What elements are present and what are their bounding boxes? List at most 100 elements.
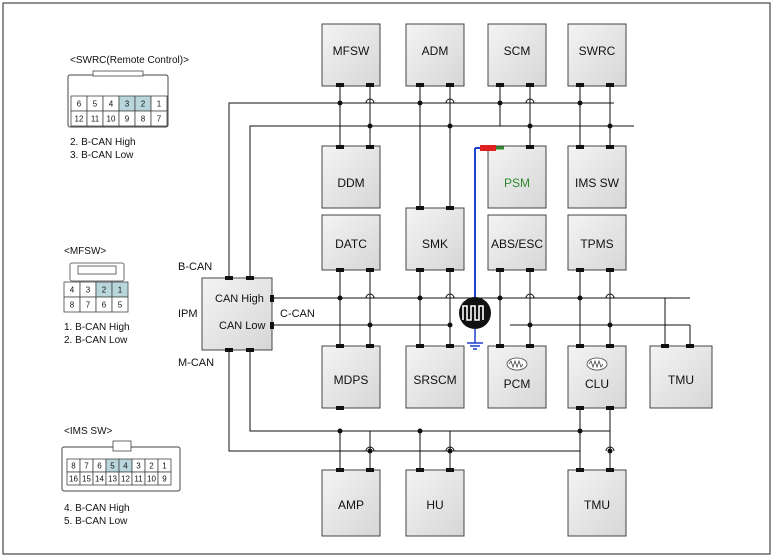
- connector-pin-number: 8: [70, 301, 75, 310]
- module-label: SRSCM: [413, 373, 456, 387]
- connector-pin-number: 9: [125, 115, 130, 124]
- module-label: AMP: [338, 498, 364, 512]
- module-scm: SCM: [487, 23, 547, 87]
- pin-note: 2. B-CAN High: [70, 137, 136, 148]
- module-label: DATC: [335, 237, 367, 251]
- connector-pin-number: 5: [93, 100, 98, 109]
- oscilloscope-icon: [459, 297, 491, 350]
- module-label: MDPS: [334, 373, 369, 387]
- bus-wires: [228, 86, 691, 470]
- module-label: HU: [426, 498, 443, 512]
- pin-note: 3. B-CAN Low: [70, 150, 134, 161]
- module-tmu-right: TMU: [649, 344, 713, 409]
- connector-pin-number: 13: [108, 475, 117, 484]
- connector-pin-number: 6: [77, 100, 82, 109]
- connector-pin-number: 1: [118, 286, 123, 295]
- connector-pin-number: 15: [82, 475, 91, 484]
- connector-pin-number: 11: [91, 115, 100, 124]
- module-mdps: MDPS: [321, 344, 381, 410]
- connector-pin-number: 3: [125, 100, 130, 109]
- connector-pin-number: 2: [102, 286, 107, 295]
- connector-pin-number: 9: [162, 475, 167, 484]
- oscilloscope-probe: [474, 145, 504, 300]
- connector-title: <MFSW>: [64, 246, 106, 257]
- module-label: TMU: [668, 373, 694, 387]
- can-low-label: CAN Low: [219, 320, 266, 332]
- connector-pin-number: 14: [95, 475, 104, 484]
- connector-pin-number: 6: [97, 462, 102, 471]
- module-ddm: DDM: [321, 145, 381, 209]
- connector-mfsw: <MFSW> 4 3 2 1 8 7 6 5 1. B-CAN High 2. B-CAN L…: [63, 246, 130, 346]
- module-amp: AMP: [321, 468, 381, 537]
- connector-pin-number: 8: [71, 462, 76, 471]
- module-label: DDM: [337, 176, 364, 190]
- wire-crossings: [365, 98, 615, 452]
- connector-pin-number: 12: [121, 475, 130, 484]
- ipm-label: IPM: [178, 308, 198, 320]
- can-high-label: CAN High: [215, 293, 264, 305]
- connector-pin-number: 7: [84, 462, 89, 471]
- connector-pin-number: 12: [75, 115, 84, 124]
- connector-pin-cell: [157, 471, 172, 486]
- module-pcm: PCM: [487, 344, 547, 409]
- connector-pin-number: 6: [102, 301, 107, 310]
- connector-pin-cell: [150, 110, 168, 127]
- m-can-label: M-CAN: [178, 357, 214, 369]
- connector-pin-number: 10: [107, 115, 116, 124]
- connector-pin-number: 4: [70, 286, 75, 295]
- module-label: ABS/ESC: [491, 237, 543, 251]
- module-tpms: TPMS: [567, 214, 627, 272]
- connector-pin-number: 3: [136, 462, 141, 471]
- c-can-label: C-CAN: [280, 308, 315, 320]
- b-can-label: B-CAN: [178, 261, 212, 273]
- module-tmu-bottom: TMU: [567, 468, 627, 537]
- module-datc: DATC: [321, 214, 381, 272]
- module-label: PCM: [504, 377, 531, 391]
- connector-pin-number: 7: [86, 301, 91, 310]
- connector-title: <IMS SW>: [64, 426, 113, 437]
- module-label: SMK: [422, 237, 448, 251]
- pin-note: 4. B-CAN High: [64, 503, 130, 514]
- connector-pin-number: 4: [109, 100, 114, 109]
- pin-note: 2. B-CAN Low: [64, 335, 128, 346]
- connector-pin-number: 5: [118, 301, 123, 310]
- module-abs-esc: ABS/ESC: [487, 214, 547, 272]
- module-psm: PSM: [487, 145, 547, 209]
- module-label: TPMS: [580, 237, 613, 251]
- module-label: SWRC: [579, 44, 616, 58]
- module-adm: ADM: [405, 23, 465, 87]
- module-label: TMU: [584, 498, 610, 512]
- pin-note: 1. B-CAN High: [64, 322, 130, 333]
- module-swrc: SWRC: [567, 23, 627, 87]
- module-label: ADM: [422, 44, 449, 58]
- connector-pin-number: 7: [157, 115, 162, 124]
- module-ims-sw: IMS SW: [567, 145, 627, 209]
- connector-pin-number: 2: [141, 100, 146, 109]
- module-label-highlighted: PSM: [504, 176, 530, 190]
- module-label: SCM: [504, 44, 531, 58]
- connector-pin-number: 8: [141, 115, 146, 124]
- module-hu: HU: [405, 468, 465, 537]
- connector-pin-number: 10: [147, 475, 156, 484]
- module-label: CLU: [585, 377, 609, 391]
- connector-pin-number: 4: [123, 462, 128, 471]
- connector-pin-number: 2: [149, 462, 154, 471]
- connector-pin-number: 5: [110, 462, 115, 471]
- ipm-gateway: CAN High CAN Low: [201, 276, 274, 352]
- junction-dots: [337, 100, 613, 454]
- module-srscm: SRSCM: [405, 344, 465, 409]
- pin-note: 5. B-CAN Low: [64, 516, 128, 527]
- terminating-resistor-icon: [506, 357, 528, 371]
- module-smk: SMK: [405, 206, 465, 272]
- connector-pin-number: 16: [69, 475, 78, 484]
- connector-title: <SWRC(Remote Control)>: [70, 55, 189, 66]
- connector-pin-number: 3: [86, 286, 91, 295]
- connector-pin-cell: [111, 296, 129, 313]
- module-mfsw: MFSW: [321, 23, 381, 87]
- terminating-resistor-icon: [586, 357, 608, 371]
- module-label: MFSW: [333, 44, 370, 58]
